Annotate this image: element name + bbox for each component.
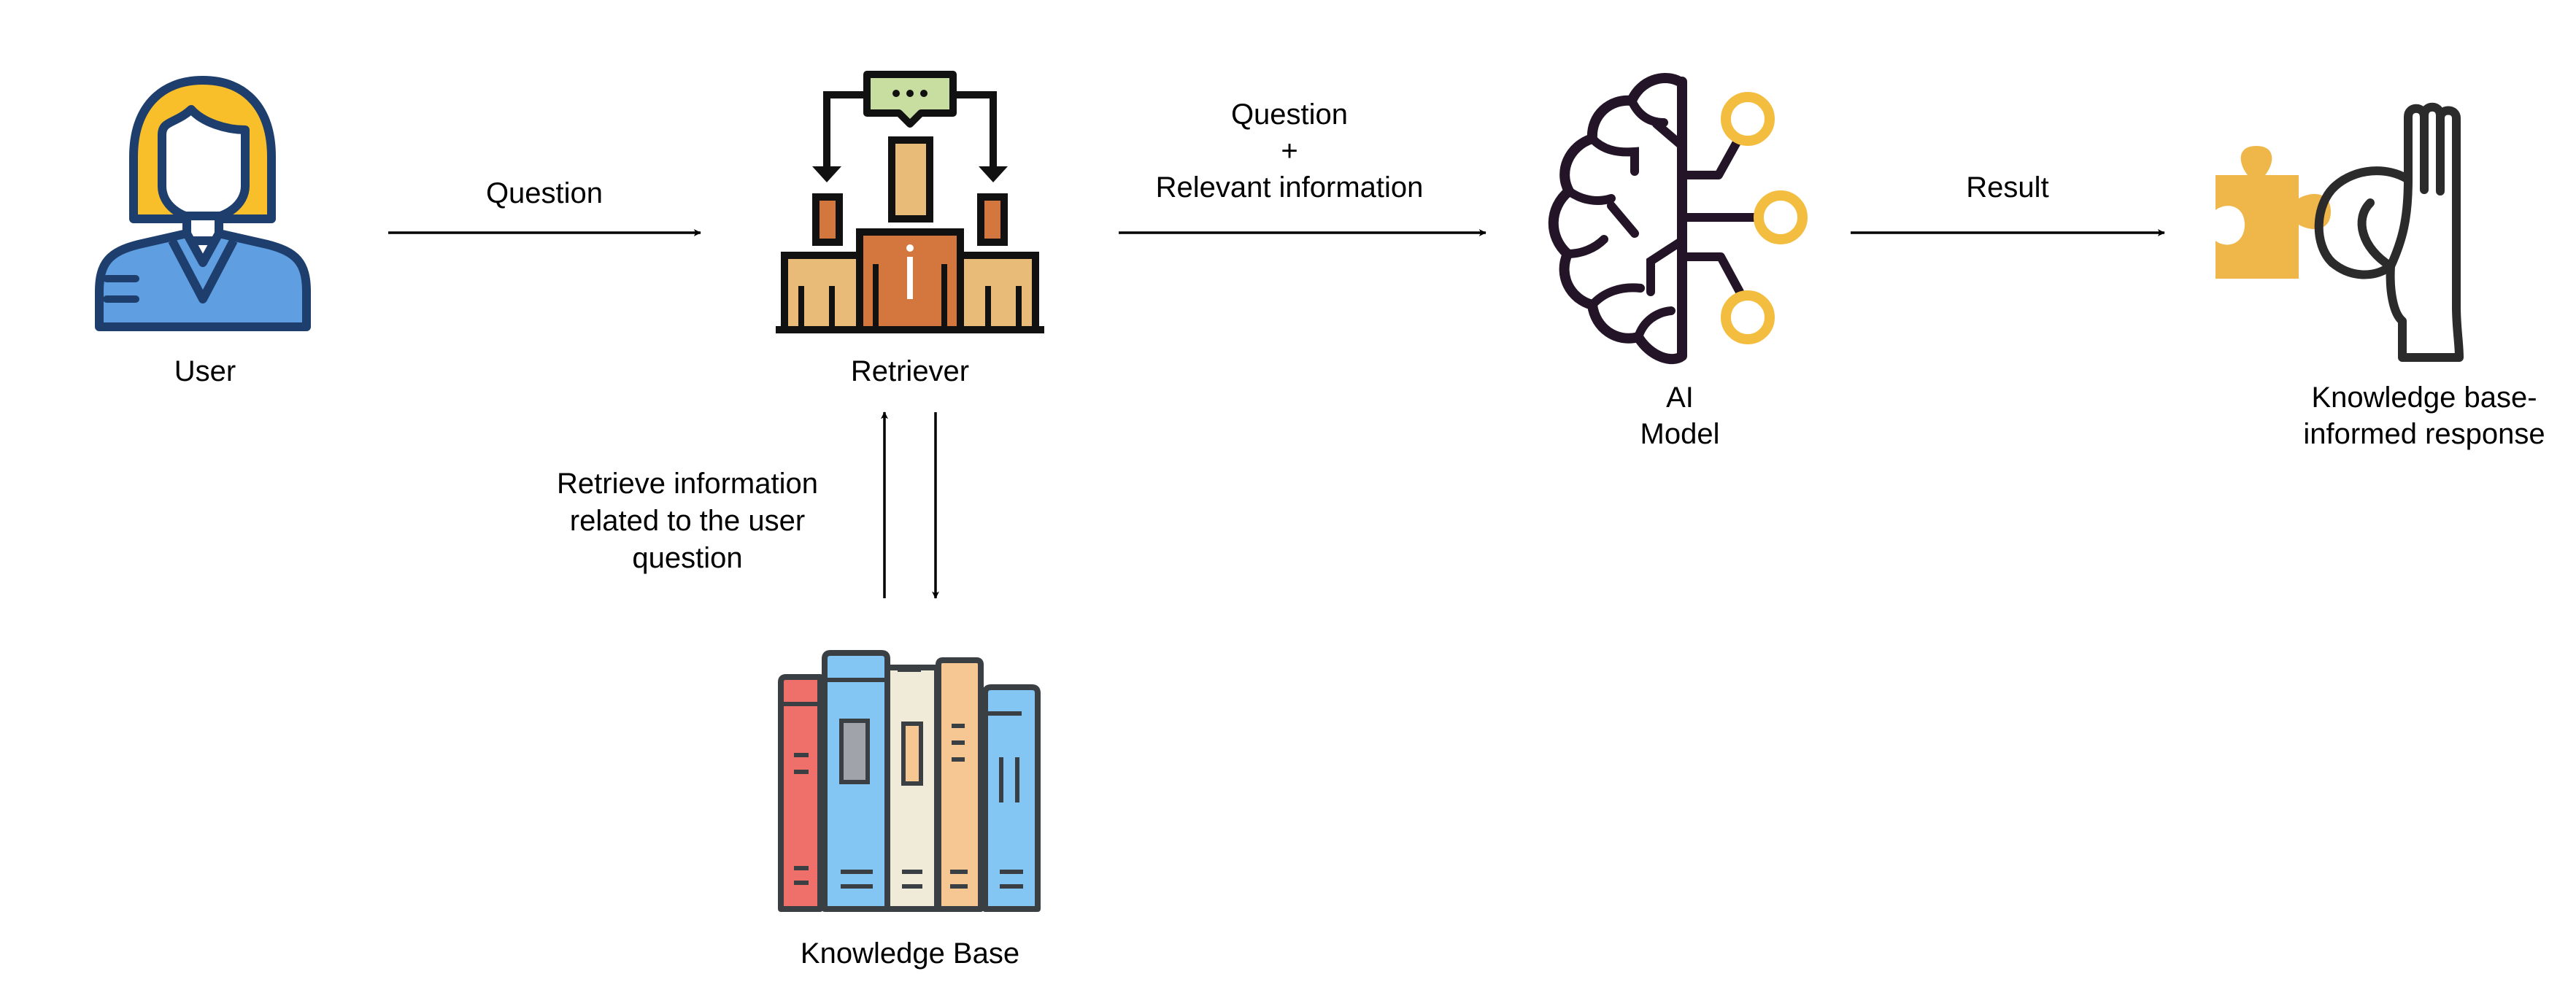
retriever-icon — [776, 71, 1044, 333]
retriever-label: Retriever — [851, 355, 969, 387]
puzzle-hand-icon — [2216, 102, 2464, 362]
result-label: Result — [1966, 171, 2048, 204]
question-info-label-line1: Question — [1231, 98, 1348, 131]
knowledge-base-label: Knowledge Base — [801, 937, 1019, 970]
brain-icon — [1548, 73, 1808, 364]
question-label: Question — [486, 177, 603, 209]
ai-model-label-line1: AI — [1666, 382, 1694, 414]
user-icon — [95, 76, 311, 331]
response-label-line1: Knowledge base- — [2311, 382, 2537, 414]
user-label: User — [174, 355, 236, 387]
retrieve-label-line1: Retrieve information — [557, 468, 818, 500]
question-info-label-line2: + — [1281, 135, 1297, 167]
retrieve-label-line3: question — [632, 542, 742, 574]
response-label-line2: informed response — [2303, 418, 2545, 450]
question-info-label-line3: Relevant information — [1156, 171, 1424, 204]
books-icon — [778, 650, 1041, 912]
ai-model-label-line2: Model — [1640, 418, 1720, 450]
retrieve-label-line2: related to the user — [570, 505, 805, 537]
